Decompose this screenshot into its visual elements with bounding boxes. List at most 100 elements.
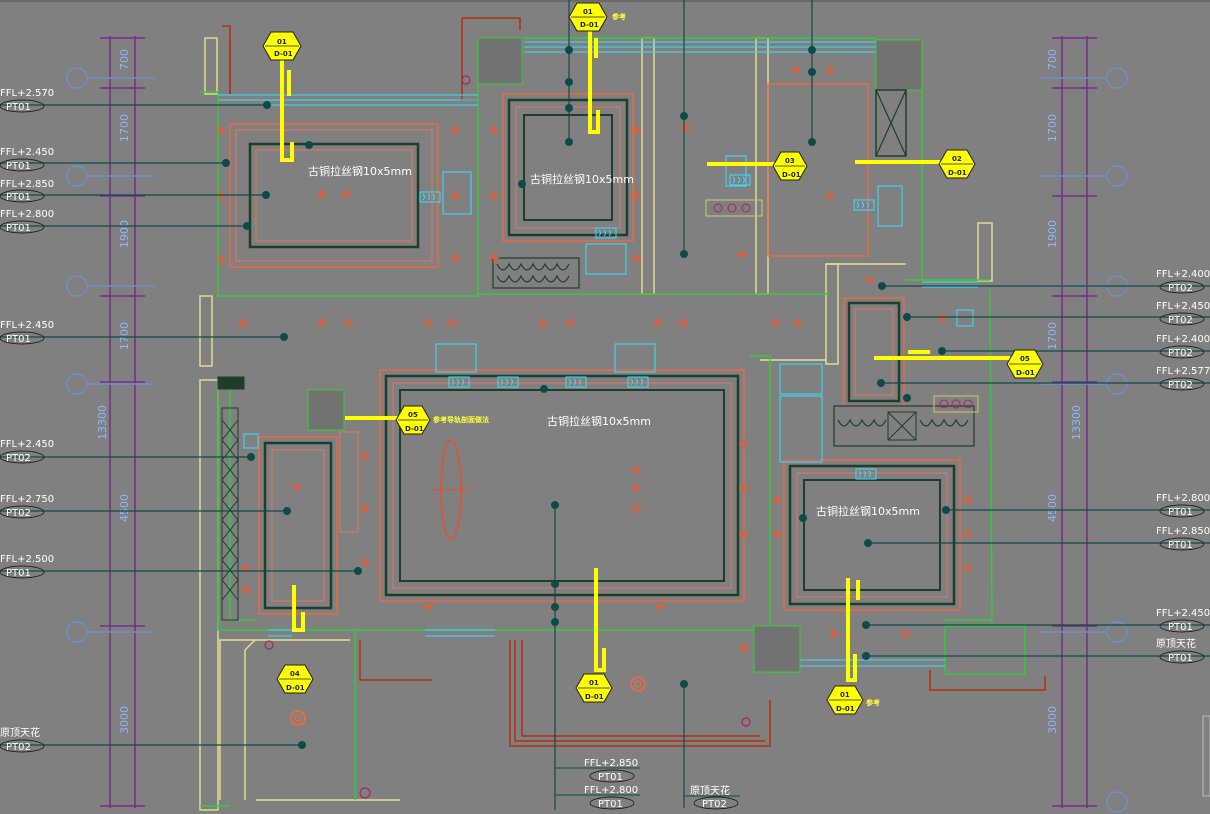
right-dimension-chain [1052,36,1097,808]
svg-text:FFL+2.450: FFL+2.450 [0,147,54,158]
callout-01-top-left: 01 D-01 [262,31,302,61]
callout-01-bottom-right: 01 D-01 参考 [826,685,880,715]
svg-text:01: 01 [840,691,850,699]
svg-text:FFL+2.450: FFL+2.450 [0,439,54,450]
ceiling-panel-small-right [843,297,905,407]
svg-text:D-01: D-01 [948,169,967,177]
svg-text:PT01: PT01 [1168,507,1193,518]
dim-left-700: 700 [118,49,131,70]
svg-text:PT01: PT01 [6,334,31,345]
ceiling-panel-top-right [767,83,907,257]
left-dimension-chain [100,36,145,808]
material-note-top-middle: 古铜拉丝钢10x5mm [530,172,634,186]
svg-text:PT01: PT01 [6,102,31,113]
ceiling-panel-lower-left [221,407,338,621]
svg-text:原顶天花: 原顶天花 [0,726,40,739]
section-cut-lines [280,18,1010,682]
svg-text:01: 01 [589,679,599,687]
svg-text:D-01: D-01 [1016,369,1035,377]
callout-03: 03 D-01 [772,151,808,181]
right-level-labels: FFL+2.400 PT02 FFL+2.450 PT02 FFL+2.400 … [1156,269,1210,664]
svg-text:FFL+2.850: FFL+2.850 [1156,526,1210,537]
svg-text:原顶天花: 原顶天花 [1156,637,1196,650]
svg-text:FFL+2.800: FFL+2.800 [584,785,638,796]
downlights [215,64,974,654]
range-hood-icons [496,262,969,427]
svg-text:FFL+2.450: FFL+2.450 [1156,608,1210,619]
svg-text:PT02: PT02 [1168,348,1193,359]
ceiling-panel-kitchen-strip [339,257,975,533]
svg-text:PT02: PT02 [1168,315,1193,326]
dim-left-1700b: 1700 [118,322,131,350]
svg-text:02: 02 [952,155,962,163]
callout-01-top-center: 01 D-01 参考 [568,2,626,32]
svg-text:D-01: D-01 [836,705,855,713]
dim-right-4500: 4500 [1046,494,1059,522]
hvac-units [243,155,974,463]
callout-02: 02 D-01 [938,149,976,179]
svg-text:PT01: PT01 [6,568,31,579]
svg-text:PT02: PT02 [6,508,31,519]
svg-text:FFL+2.450: FFL+2.450 [1156,301,1210,312]
svg-text:05: 05 [408,411,418,419]
svg-text:01: 01 [583,8,593,16]
svg-text:PT01: PT01 [6,161,31,172]
svg-text:参考导轨剖面做法: 参考导轨剖面做法 [433,415,489,424]
svg-text:D-01: D-01 [286,684,305,692]
svg-text:PT02: PT02 [1168,380,1193,391]
svg-text:FFL+2.500: FFL+2.500 [0,554,54,565]
svg-text:FFL+2.570: FFL+2.570 [0,88,54,99]
svg-text:PT02: PT02 [1168,283,1193,294]
svg-text:参考: 参考 [866,698,880,707]
svg-text:PT01: PT01 [1168,622,1193,633]
dim-right-700: 700 [1046,49,1059,70]
material-note-lower-right: 古铜拉丝钢10x5mm [816,504,920,518]
svg-text:FFL+2.750: FFL+2.750 [0,494,54,505]
callout-04: 04 D-01 [276,664,314,694]
svg-text:PT01: PT01 [1168,653,1193,664]
svg-text:D-01: D-01 [585,693,604,701]
bottom-level-labels: FFL+2.850 PT01 FFL+2.800 PT01 原顶天花 PT02 [555,758,740,810]
dim-right-1900: 1900 [1046,220,1059,248]
dim-left-4500: 4500 [118,494,131,522]
svg-text:参考: 参考 [612,12,626,21]
left-level-labels: FFL+2.570 PT01 FFL+2.450 PT01 FFL+2.850 … [0,88,54,753]
svg-text:PT01: PT01 [598,772,623,783]
structure-lines [222,17,1046,747]
fixtures [217,75,979,799]
svg-text:05: 05 [1020,355,1030,363]
svg-text:FFL+2.850: FFL+2.850 [0,179,54,190]
dim-left-1700a: 1700 [118,114,131,142]
side-scale-strip [1202,715,1210,797]
svg-text:FFL+2.850: FFL+2.850 [584,758,638,769]
callout-05-left: 05 D-01 参考导轨剖面做法 [395,405,489,435]
dim-left-total: 13300 [96,405,109,440]
ceiling-panel-top-middle [502,93,634,242]
ceiling-boundary [200,37,1026,807]
svg-text:FFL+2.400: FFL+2.400 [1156,269,1210,280]
svg-text:FFL+2.577: FFL+2.577 [1156,366,1210,377]
dim-right-1700b: 1700 [1046,322,1059,350]
svg-text:01: 01 [277,38,287,46]
glass-bands [218,41,978,667]
svg-text:FFL+2.450: FFL+2.450 [0,320,54,331]
material-note-top-left: 古铜拉丝钢10x5mm [308,164,412,178]
svg-text:04: 04 [290,670,300,678]
dim-left-3000: 3000 [118,706,131,734]
svg-text:PT02: PT02 [702,799,727,810]
svg-text:D-01: D-01 [405,425,424,433]
svg-text:03: 03 [785,157,795,165]
dim-right-total: 13300 [1070,405,1083,440]
svg-text:FFL+2.800: FFL+2.800 [0,209,54,220]
ceiling-panel-center [379,369,745,602]
svg-text:PT02: PT02 [6,742,31,753]
dim-right-3000: 3000 [1046,706,1059,734]
svg-text:PT01: PT01 [1168,540,1193,551]
svg-text:原顶天花: 原顶天花 [690,784,730,797]
callout-01-bottom-center: 01 D-01 [575,673,613,703]
ceiling-panel-lower-right [783,459,961,611]
callout-05-right: 05 D-01 [1006,349,1044,379]
svg-text:PT01: PT01 [6,192,31,203]
